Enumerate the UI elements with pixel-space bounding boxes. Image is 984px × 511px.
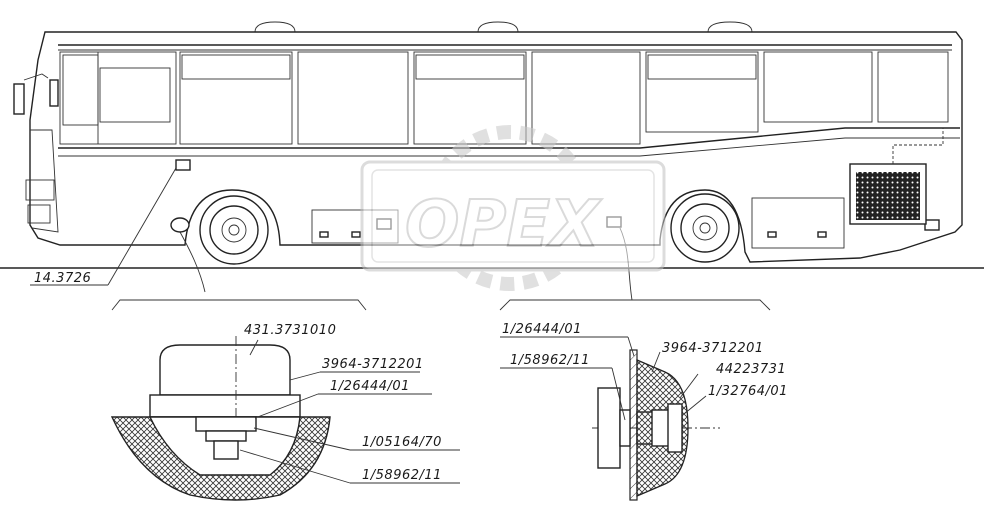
detail-bracket-left [111,299,367,311]
roof-unit-1 [254,21,296,33]
part-label-screw: 1/26444/01 [330,379,410,394]
part-label-gasket: 3964-3712201 [322,357,424,372]
part-label-nut: 1/58962/11 [362,468,442,483]
side-lamp [175,159,191,171]
part-label-washer-r: 1/32764/01 [708,384,788,399]
part-label-washer: 1/05164/70 [362,435,442,450]
part-label-nut-r: 1/58962/11 [510,353,590,368]
watermark-text: OPEX [405,188,602,262]
luggage-hatch-2 [751,197,845,249]
detail-left: 431.3731010 3964-3712201 1/26444/01 1/05… [110,323,460,501]
part-label-screw-r: 1/26444/01 [502,322,582,337]
watermark-logo: OPEX [360,125,666,291]
rear-wheel [670,193,740,263]
part-label-lamp-r: 44223731 [716,362,786,377]
roof-unit-2 [477,21,519,33]
part-label-gasket-r: 3964-3712201 [662,341,764,356]
window-row [179,51,949,145]
side-mirror [13,83,25,115]
detail-bracket-right [499,299,771,311]
front-wheel [199,195,269,265]
roof-unit-3 [707,21,753,33]
part-label-lamp: 431.3731010 [244,323,336,338]
detail-right: 1/26444/01 1/58962/11 3964-3712201 44223… [500,322,788,501]
callout-label: 14.3726 [34,271,91,286]
